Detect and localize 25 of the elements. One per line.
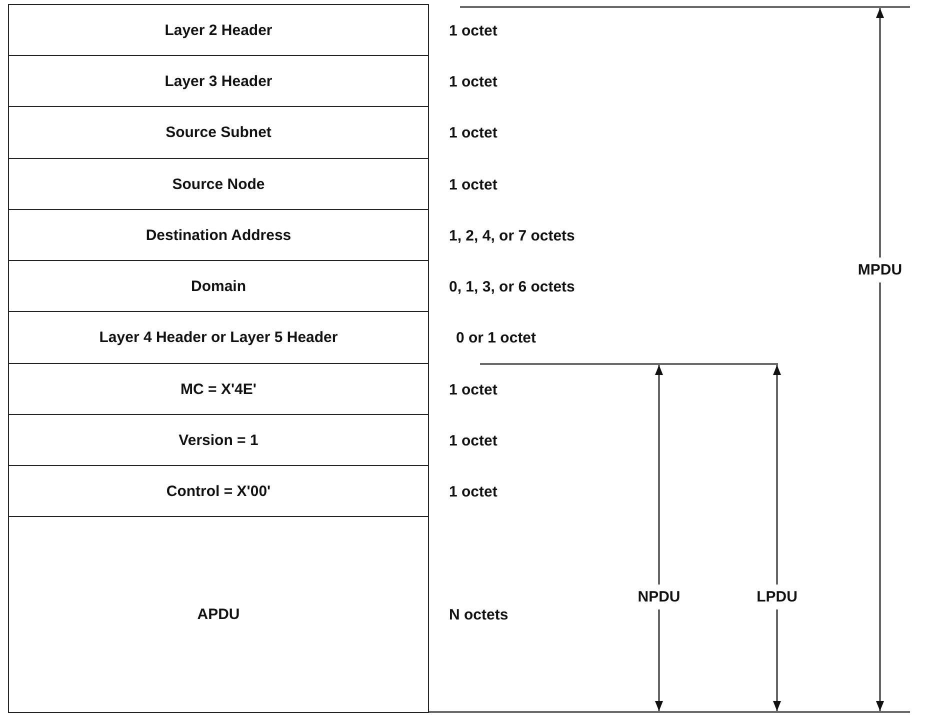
field-row (8, 209, 429, 261)
field-name: Layer 2 Header (164, 22, 272, 38)
field-name: Version = 1 (178, 432, 258, 448)
field-name: Layer 4 Header or Layer 5 Header (99, 329, 338, 346)
field-name: Source Subnet (166, 124, 272, 141)
dimension-label: LPDU (754, 584, 800, 610)
field-name: MC = X'4E' (180, 380, 256, 398)
field-row (8, 55, 429, 107)
field-row (8, 158, 429, 210)
field-row (8, 465, 429, 517)
field-row (8, 363, 429, 415)
dimension-label: NPDU (636, 584, 682, 610)
field-row (8, 106, 429, 159)
field-row (8, 311, 429, 364)
field-row (8, 516, 429, 713)
field-name: Layer 3 Header (164, 72, 272, 90)
field-name: Source Node (172, 176, 265, 192)
field-row (8, 4, 429, 56)
field-row (8, 414, 429, 466)
field-name: Control = X'00' (166, 482, 271, 500)
field-row (8, 260, 429, 312)
field-name: APDU (197, 606, 240, 623)
field-name: Destination Address (146, 226, 292, 244)
dimension-label: MPDU (856, 258, 904, 282)
field-name: Domain (190, 278, 246, 294)
